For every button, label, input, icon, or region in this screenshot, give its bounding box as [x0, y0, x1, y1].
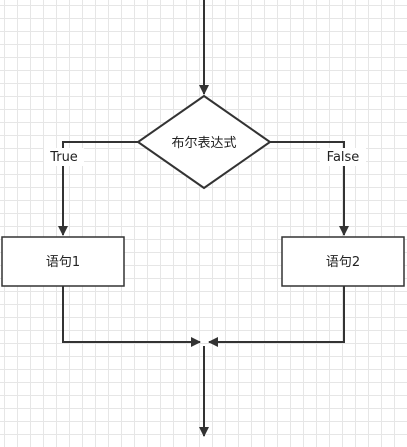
- merge-line-right: [208, 286, 345, 347]
- statement1-box: [1, 236, 125, 287]
- false-label: False: [327, 150, 360, 165]
- statement2-label: 语句2: [326, 255, 360, 270]
- true-label: True: [49, 150, 78, 165]
- merge-line-left: [62, 286, 201, 347]
- false-branch-line: [270, 141, 349, 236]
- statement1-label: 语句1: [46, 255, 80, 270]
- condition-diamond: [136, 94, 272, 190]
- condition-label: 布尔表达式: [171, 136, 236, 151]
- true-branch-line: [58, 141, 138, 236]
